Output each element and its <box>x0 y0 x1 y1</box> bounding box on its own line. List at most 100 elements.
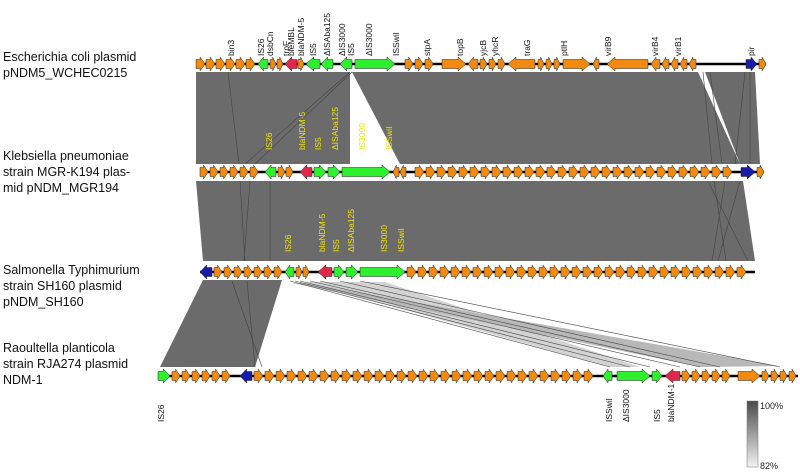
gene-arrow <box>239 164 249 180</box>
gene-arrow <box>286 368 297 384</box>
gene-arrow <box>276 56 284 72</box>
gene-arrow <box>462 368 473 384</box>
gene-arrow <box>659 264 670 280</box>
homology-block <box>352 72 740 164</box>
gene-arrow <box>484 368 495 384</box>
track-label-4: Raoultella planticola strain RJA274 plas… <box>3 340 128 388</box>
gene-arrow <box>590 164 601 180</box>
gene-label: IS26 <box>283 234 293 252</box>
identity-min-label: 82% <box>760 461 779 471</box>
gene-arrow <box>606 56 649 72</box>
gene-arrow <box>404 56 414 72</box>
replication-gene-arrow <box>239 368 253 384</box>
gene-arrow <box>273 264 283 280</box>
gene-arrow <box>215 56 226 72</box>
gene-arrow <box>223 264 233 280</box>
replication-gene-arrow <box>745 56 758 72</box>
resistance-gene-arrow <box>299 164 313 180</box>
resistance-gene-arrow <box>317 264 333 280</box>
gene-label: ptlH <box>559 41 569 56</box>
gene-arrow <box>506 368 517 384</box>
gene-arrow <box>363 368 374 384</box>
mobile-element-arrow <box>345 264 359 280</box>
gene-arrow <box>571 264 582 280</box>
track-2-line-2: strain MGR-K194 plas- <box>3 165 131 179</box>
gene-label: stpA <box>422 39 432 56</box>
gene-arrow <box>721 368 731 384</box>
gene-arrow <box>406 264 417 280</box>
gene-arrow <box>527 264 538 280</box>
gene-arrow <box>245 56 256 72</box>
gene-arrow <box>615 264 626 280</box>
gene-arrow <box>429 368 440 384</box>
track-4-line-2: strain RJA274 plasmid <box>3 357 129 371</box>
homology-link <box>254 71 353 165</box>
gene-arrow <box>535 164 546 180</box>
gene-label: IS3000 <box>379 225 389 252</box>
mobile-element-arrow <box>327 164 341 180</box>
gene-arrow <box>517 368 528 384</box>
gene-arrow <box>417 264 428 280</box>
homology-link <box>231 280 263 368</box>
gene-arrow <box>392 164 400 180</box>
gene-arrow <box>670 264 681 280</box>
mobile-element-arrow <box>333 264 345 280</box>
gene-arrow <box>700 164 711 180</box>
gene-arrow <box>648 264 659 280</box>
gene-arrow <box>219 164 229 180</box>
mobile-element-arrow <box>264 164 277 180</box>
gene-arrow <box>770 368 779 384</box>
gene-arrow <box>396 368 407 384</box>
gene-label: virB4 <box>650 36 660 56</box>
gene-arrow <box>418 368 429 384</box>
homology-block <box>196 72 350 164</box>
replication-gene-arrow <box>199 264 213 280</box>
homology-link <box>702 71 713 165</box>
gene-arrow <box>701 368 711 384</box>
homology-link <box>709 71 723 165</box>
gene-label: bin3 <box>226 40 236 56</box>
gene-arrow <box>414 56 424 72</box>
gene-arrow <box>524 164 535 180</box>
mobile-element-arrow <box>354 56 396 72</box>
gene-arrow <box>469 164 480 180</box>
gene-label: ISSwil <box>391 32 401 56</box>
gene-arrow <box>191 368 201 384</box>
homology-link <box>717 180 741 262</box>
mobile-element-arrow <box>284 264 295 280</box>
gene-arrow <box>579 164 590 180</box>
gene-arrow <box>495 368 506 384</box>
mobile-element-arrow <box>313 164 327 180</box>
gene-arrow <box>634 164 645 180</box>
gene-arrow <box>439 264 450 280</box>
gene-label: ΔISAba125 <box>322 13 332 56</box>
gene-label: ΔISAba125 <box>346 209 356 252</box>
gene-arrow <box>549 264 560 280</box>
homology-link <box>289 280 611 368</box>
gene-arrow <box>714 264 725 280</box>
homology-link <box>246 280 256 368</box>
mobile-element-arrow <box>602 368 613 384</box>
gene-arrow <box>275 368 286 384</box>
gene-label: blaNDM-5 <box>297 111 307 150</box>
gene-label: IS5 <box>331 239 341 252</box>
homology-link <box>294 280 631 368</box>
homology-link <box>227 71 240 165</box>
gene-arrow <box>601 164 612 180</box>
resistance-gene-arrow <box>664 368 681 384</box>
gene-arrow <box>352 368 363 384</box>
gene-label: ISSwil <box>604 398 614 422</box>
gene-arrow <box>213 264 223 280</box>
mobile-element-arrow <box>339 56 353 72</box>
gene-arrow <box>199 164 209 180</box>
gene-arrow <box>461 264 472 280</box>
gene-label: yhcR <box>490 37 500 56</box>
track-4-line-1: Raoultella planticola <box>3 341 115 355</box>
gene-arrow <box>688 56 697 72</box>
gene-arrow <box>528 368 539 384</box>
homology-block <box>196 181 755 261</box>
gene-label: ΔIS3000 <box>364 23 374 56</box>
gene-arrow <box>472 264 483 280</box>
gene-label: ΔIS3000 <box>337 23 347 56</box>
